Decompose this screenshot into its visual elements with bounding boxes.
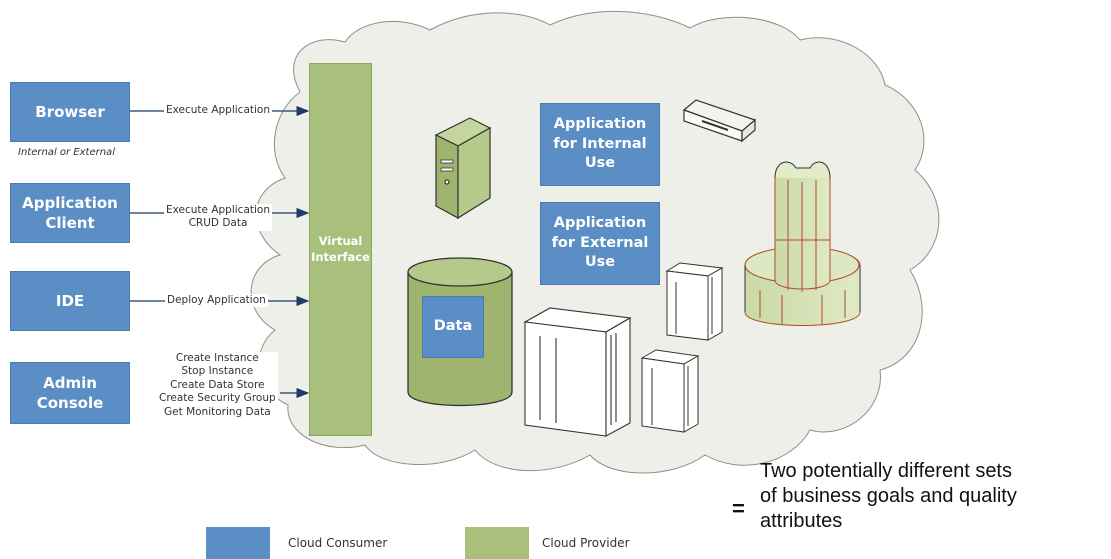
data-box: Data bbox=[422, 296, 484, 358]
data-label: Data bbox=[433, 318, 473, 335]
browser-note: Internal or External bbox=[18, 147, 115, 158]
admin-console-box: Admin Console bbox=[10, 362, 130, 424]
legend-label-consumer: Cloud Consumer bbox=[288, 536, 388, 550]
small-server-icon-2 bbox=[640, 349, 700, 433]
network-device-icon bbox=[682, 99, 757, 143]
admin-console-action-caption: Create Instance Stop Instance Create Dat… bbox=[157, 352, 278, 420]
equals-symbol: = bbox=[732, 496, 745, 521]
app-internal-box: Application for Internal Use bbox=[540, 103, 660, 186]
app-external-box: Application for External Use bbox=[540, 202, 660, 285]
app-external-label: Application for External Use bbox=[551, 215, 649, 271]
statement-line-2: of business goals and quality bbox=[760, 485, 1017, 507]
storage-tower-icon bbox=[744, 161, 861, 326]
browser-box: Browser bbox=[10, 82, 130, 142]
legend-swatch-consumer bbox=[206, 527, 270, 559]
browser-action-caption: Execute Application bbox=[164, 104, 272, 118]
statement-text: Two potentially different sets of busine… bbox=[760, 459, 1017, 534]
browser-label: Browser bbox=[35, 102, 105, 121]
small-server-icon-1 bbox=[665, 262, 724, 341]
server-tower-icon bbox=[434, 117, 492, 220]
mainframe-server-icon bbox=[523, 307, 632, 437]
statement-line-3: attributes bbox=[760, 510, 843, 532]
ide-label: IDE bbox=[55, 291, 85, 310]
virtual-interface-bar: Virtual Interface bbox=[309, 63, 372, 436]
application-client-label: Application Client bbox=[22, 193, 118, 232]
ide-box: IDE bbox=[10, 271, 130, 331]
statement-line-1: Two potentially different sets bbox=[760, 460, 1012, 482]
virtual-interface-label: Virtual Interface bbox=[311, 233, 370, 264]
legend-swatch-provider bbox=[465, 527, 529, 559]
ide-action-caption: Deploy Application bbox=[165, 294, 268, 308]
admin-console-label: Admin Console bbox=[36, 373, 104, 412]
app-client-action-caption: Execute Application CRUD Data bbox=[164, 204, 272, 231]
legend-label-provider: Cloud Provider bbox=[542, 536, 630, 550]
app-internal-label: Application for Internal Use bbox=[553, 116, 647, 172]
application-client-box: Application Client bbox=[10, 183, 130, 243]
